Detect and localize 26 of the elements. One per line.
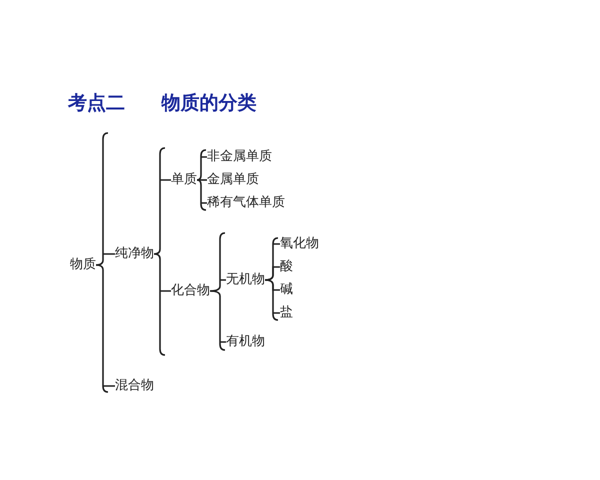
title: 考点二 物质的分类 bbox=[68, 91, 257, 116]
category-label: 碱 bbox=[280, 282, 293, 298]
category-label: 化合物 bbox=[171, 283, 210, 299]
brace bbox=[153, 253, 172, 356]
category-label: 金属单质 bbox=[207, 172, 259, 188]
brace bbox=[196, 149, 208, 181]
brace bbox=[264, 279, 281, 321]
category-label: 无机物 bbox=[226, 272, 265, 288]
category-label: 有机物 bbox=[226, 334, 265, 350]
category-label: 盐 bbox=[280, 305, 293, 321]
category-label: 单质 bbox=[171, 172, 197, 188]
brace bbox=[264, 266, 280, 281]
category-label: 混合物 bbox=[115, 378, 154, 394]
brace bbox=[153, 147, 172, 255]
brace bbox=[196, 179, 208, 211]
category-label: 非金属单质 bbox=[207, 149, 272, 165]
category-label: 纯净物 bbox=[115, 246, 154, 262]
brace bbox=[197, 179, 207, 181]
category-label: 物质 bbox=[70, 257, 96, 273]
brace bbox=[209, 232, 227, 292]
category-label: 酸 bbox=[280, 259, 293, 275]
brace bbox=[95, 132, 116, 266]
brace bbox=[95, 264, 116, 393]
brace bbox=[209, 290, 227, 351]
category-label: 稀有气体单质 bbox=[207, 195, 285, 211]
category-label: 氧化物 bbox=[280, 236, 319, 252]
